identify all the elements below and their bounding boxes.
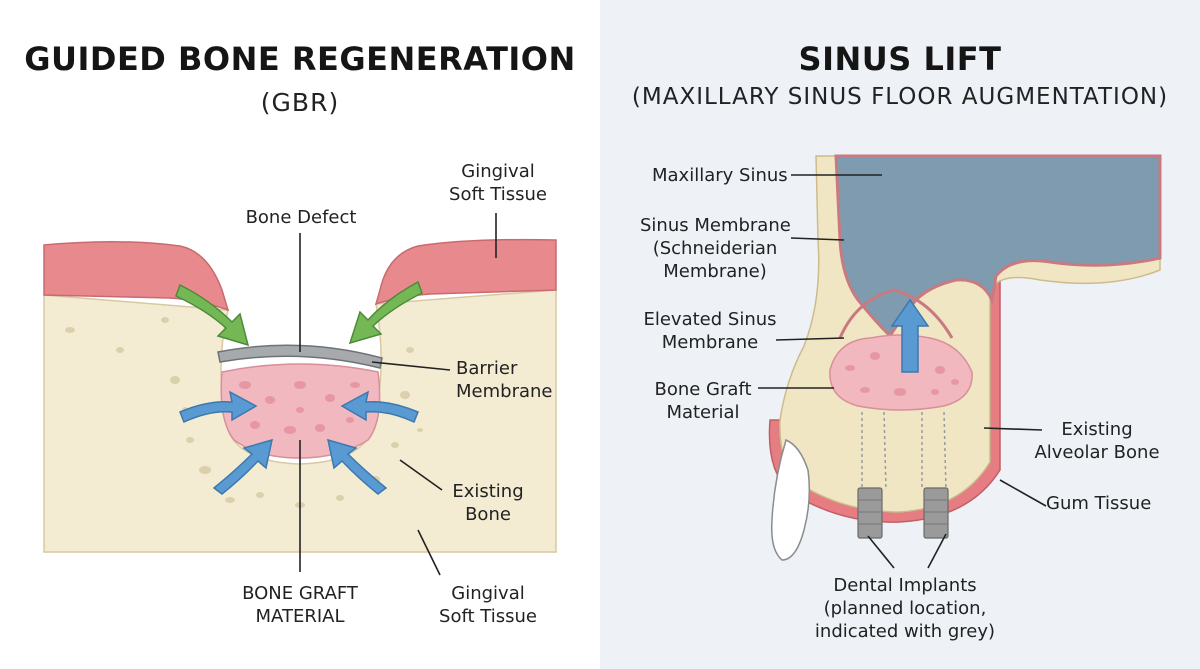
gbr-label-gingival-bot-1: Gingival [451, 583, 525, 604]
gbr-panel: GUIDED BONE REGENERATION (GBR) [24, 40, 576, 627]
gbr-label-graft-1: BONE GRAFT [242, 583, 358, 604]
sinus-elevated-membrane [838, 288, 954, 339]
gbr-label-gingival-bot-2: Soft Tissue [439, 606, 537, 627]
gbr-leader-lines [299, 213, 497, 576]
sinus-panel: SINUS LIFT (MAXILLARY SINUS FLOOR AUGMEN… [600, 0, 1200, 669]
sinus-implant-guides [861, 411, 947, 491]
sinus-graft-material [829, 334, 973, 411]
gbr-label-barrier-1: Barrier [456, 358, 518, 379]
sinus-label-elevated-1: Elevated Sinus [643, 309, 777, 330]
sinus-label-elevated-2: Membrane [661, 332, 759, 353]
gbr-label-bone-defect: Bone Defect [245, 207, 357, 228]
gbr-barrier-membrane [217, 344, 383, 369]
sinus-subtitle: (MAXILLARY SINUS FLOOR AUGMENTATION) [631, 84, 1169, 110]
gbr-blue-arrows [179, 390, 419, 495]
sinus-diagram [758, 154, 1162, 569]
gbr-label-barrier-2: Membrane [456, 381, 553, 402]
sinus-label-implants-3: indicated with grey) [814, 621, 996, 642]
sinus-dental-implants [857, 487, 949, 539]
sinus-label-membrane-1: Sinus Membrane [640, 215, 791, 236]
sinus-label-graft-1: Bone Graft [654, 379, 752, 400]
gbr-label-gingival-top-2: Soft Tissue [449, 184, 547, 205]
gbr-title: GUIDED BONE REGENERATION [24, 40, 576, 78]
gbr-subtitle: (GBR) [260, 88, 340, 117]
sinus-label-alveolar-2: Alveolar Bone [1034, 442, 1160, 463]
sinus-cavity [834, 154, 1162, 339]
sinus-leader-lines [758, 174, 1047, 569]
gbr-diagram [43, 213, 557, 576]
sinus-label-gum-tissue: Gum Tissue [1046, 493, 1152, 514]
sinus-label-membrane-3: Membrane) [663, 261, 767, 282]
gbr-label-gingival-top-1: Gingival [461, 161, 535, 182]
gbr-green-arrows [175, 280, 423, 347]
sinus-label-alveolar-1: Existing [1061, 419, 1133, 440]
gbr-label-graft-2: MATERIAL [255, 606, 345, 627]
sinus-label-graft-2: Material [666, 402, 740, 423]
sinus-title: SINUS LIFT [798, 40, 1002, 78]
sinus-label-membrane-2: (Schneiderian [652, 238, 778, 259]
sinus-graft-texture [845, 352, 959, 396]
gbr-graft-texture [239, 381, 360, 434]
sinus-label-implants-2: (planned location, [823, 598, 987, 619]
gbr-label-existing-2: Bone [465, 504, 511, 525]
sinus-tooth [770, 438, 811, 561]
sinus-label-maxillary: Maxillary Sinus [652, 165, 788, 186]
sinus-lift-arrow [890, 298, 930, 373]
gbr-label-existing-1: Existing [452, 481, 524, 502]
sinus-label-implants-1: Dental Implants [833, 575, 977, 596]
